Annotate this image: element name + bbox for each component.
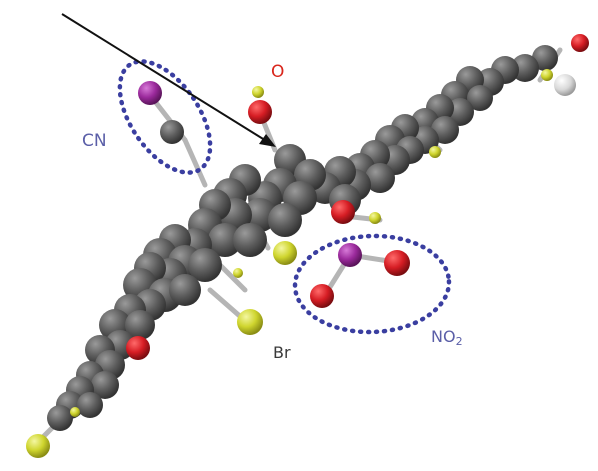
arrow-line: [61, 13, 269, 143]
carbon-atom: [365, 163, 395, 193]
no2-label-main: NO: [431, 327, 456, 346]
no2-group-outline: [292, 233, 452, 335]
carbon-atom: [91, 371, 119, 399]
nitrogen-atom: [338, 243, 362, 267]
hydrogen-atom: [554, 74, 576, 96]
carbon-atom: [268, 203, 302, 237]
nitrogen-atom: [138, 81, 162, 105]
oxygen-atom: [331, 200, 355, 224]
carbon-atom: [169, 274, 201, 306]
no2-label-sub: 2: [455, 335, 463, 348]
cn-label: CN: [82, 131, 107, 151]
oxygen-atom: [126, 336, 150, 360]
bromine-atom: [237, 309, 263, 335]
fluorine-atom: [26, 434, 50, 458]
carbon-atom: [208, 223, 242, 257]
atom-spheres: [26, 34, 589, 458]
cn-group-outline: [117, 59, 213, 175]
oxygen-atom: [571, 34, 589, 52]
carbon-atom: [233, 223, 267, 257]
hydrogen-atom: [252, 86, 264, 98]
fluorine-atom: [369, 212, 381, 224]
carbon-atom: [77, 392, 103, 418]
fluorine-atom: [233, 268, 243, 278]
oxygen-atom: [384, 250, 410, 276]
carbon-atom: [467, 85, 493, 111]
carbon-atom: [160, 120, 184, 144]
oxygen-label: O: [271, 62, 285, 82]
fluorine-atom: [429, 146, 441, 158]
bromine-label: Br: [273, 343, 291, 362]
oxygen-atom: [310, 284, 334, 308]
carbon-atom: [47, 405, 73, 431]
bond: [217, 262, 248, 293]
carbon-atom: [188, 248, 222, 282]
fluorine-atom: [70, 407, 80, 417]
no2-label: NO2: [431, 327, 463, 348]
bromine-atom: [273, 241, 297, 265]
fluorine-atom: [541, 69, 553, 81]
bond: [182, 137, 208, 188]
carbon-atom: [125, 310, 155, 340]
oxygen-atom: [248, 100, 272, 124]
arrow-head: [259, 134, 276, 147]
